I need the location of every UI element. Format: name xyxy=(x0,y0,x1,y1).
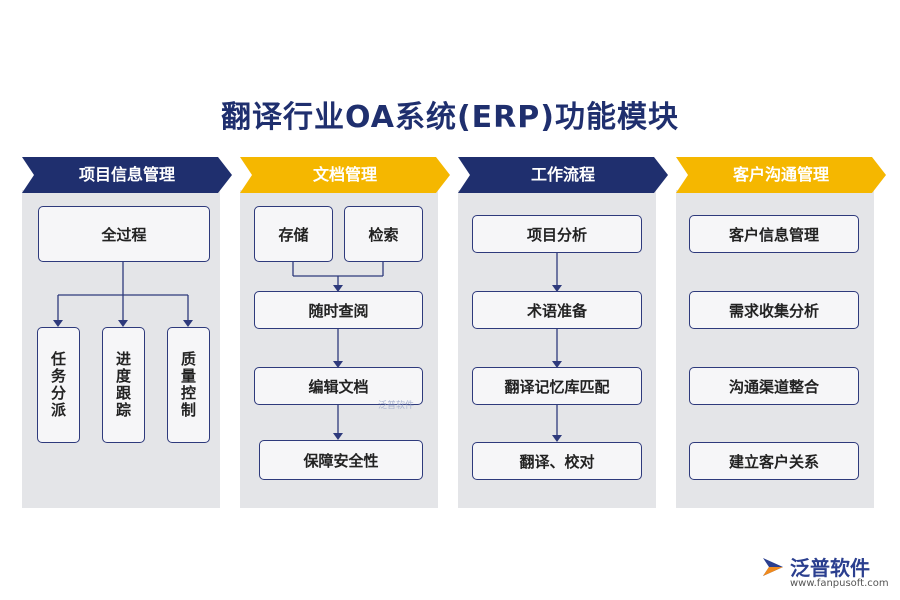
box-client-info: 客户信息管理 xyxy=(689,215,859,253)
box-translate-proofread: 翻译、校对 xyxy=(472,442,642,480)
header-client: 客户沟通管理 xyxy=(676,157,886,193)
chevron-banner-icon xyxy=(676,157,886,193)
box-view-anytime: 随时查阅 xyxy=(254,291,423,329)
box-quality-control: 质量控制 xyxy=(167,327,210,443)
header-project-info-label: 项目信息管理 xyxy=(78,165,175,184)
chevron-banner-icon xyxy=(240,157,450,193)
box-storage: 存储 xyxy=(254,206,333,262)
brand-logo: 泛普软件 www.fanpusoft.com xyxy=(760,550,890,594)
header-document-label: 文档管理 xyxy=(312,165,377,184)
page-title: 翻译行业OA系统(ERP)功能模块 xyxy=(221,100,679,135)
box-client-relations: 建立客户关系 xyxy=(689,442,859,480)
box-task-assignment: 任务分派 xyxy=(37,327,80,443)
box-channels: 沟通渠道整合 xyxy=(689,367,859,405)
chevron-banner-icon xyxy=(458,157,668,193)
box-tm-matching: 翻译记忆库匹配 xyxy=(472,367,642,405)
box-requirements: 需求收集分析 xyxy=(689,291,859,329)
chevron-banner-icon xyxy=(22,157,232,193)
box-ensure-security: 保障安全性 xyxy=(259,440,423,480)
header-document: 文档管理 xyxy=(240,157,450,193)
brand-name: 泛普软件 xyxy=(790,556,870,580)
box-full-process: 全过程 xyxy=(38,206,210,262)
watermark: 泛普软件 xyxy=(378,401,415,411)
box-edit-document: 编辑文档 xyxy=(254,367,423,405)
header-client-label: 客户沟通管理 xyxy=(732,165,829,184)
brand-url: www.fanpusoft.com xyxy=(790,578,889,589)
box-search: 检索 xyxy=(344,206,423,262)
header-workflow-label: 工作流程 xyxy=(530,165,595,184)
brand-logo-icon xyxy=(763,558,783,576)
header-project-info: 项目信息管理 xyxy=(22,157,232,193)
header-workflow: 工作流程 xyxy=(458,157,668,193)
box-progress-tracking: 进度跟踪 xyxy=(102,327,145,443)
box-terminology-prep: 术语准备 xyxy=(472,291,642,329)
box-project-analysis: 项目分析 xyxy=(472,215,642,253)
